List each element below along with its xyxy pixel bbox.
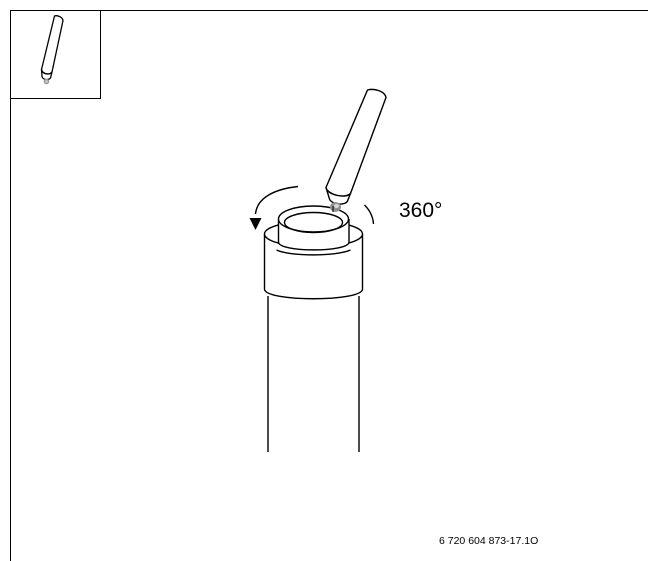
tool-icon-box (10, 10, 101, 99)
figure-code: 6 720 604 873-17.1O (439, 535, 539, 547)
frame-left-border (10, 10, 11, 561)
rotation-arrow-icon (254, 185, 375, 225)
lubricant-tube-icon (40, 15, 64, 85)
pipe-spigot (277, 205, 350, 251)
main-lubricant-tube-icon (325, 88, 387, 205)
rotation-arrow-head (249, 218, 262, 230)
pipe-icon (267, 296, 360, 452)
rotation-angle-label: 360° (399, 199, 443, 222)
frame-top-border (10, 10, 648, 11)
